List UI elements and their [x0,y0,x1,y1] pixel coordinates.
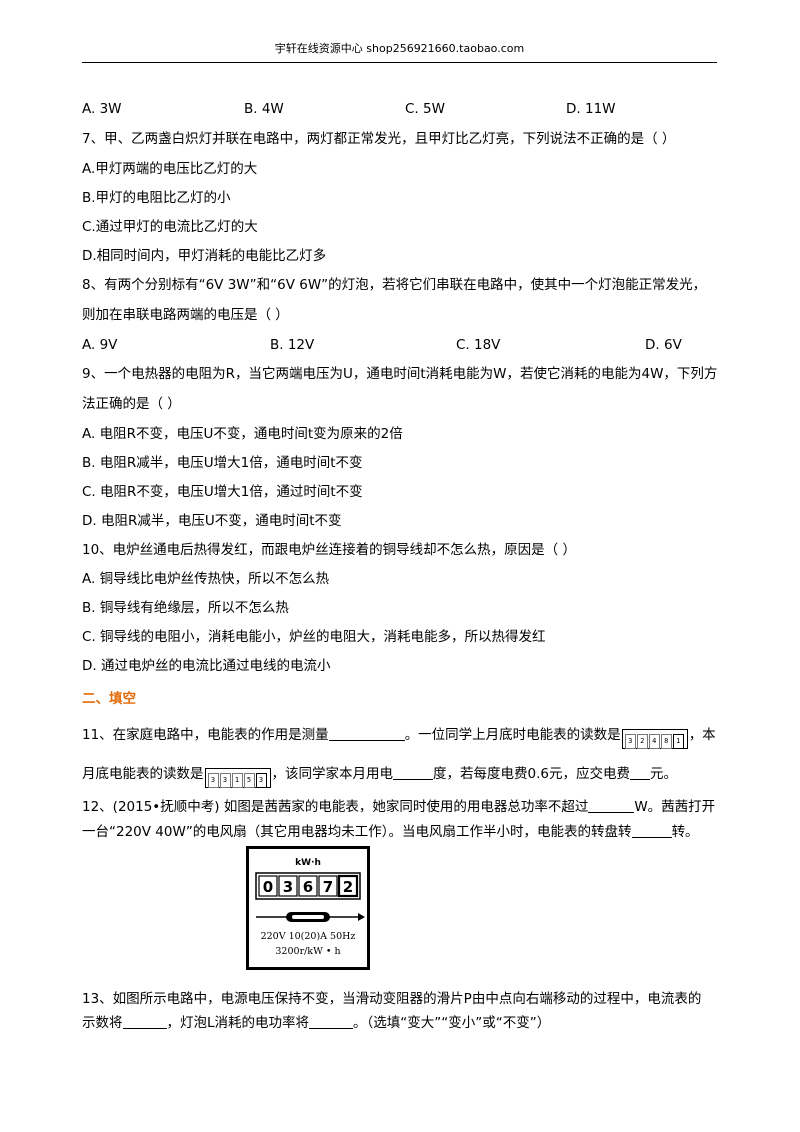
q6-option-b: B. 4W [244,101,284,117]
q7-option-c: C.通过甲灯的电流比乙灯的大 [82,219,258,235]
q7-option-d: D.相同时间内，甲灯消耗的电能比乙灯多 [82,248,327,264]
q13-text-2: 示数将 [82,1015,123,1031]
q8-option-c: C. 18V [456,337,501,353]
meter-disc-icon [256,912,365,922]
q8-option-a: A. 9V [82,337,118,353]
q11-text-3: ，本 [688,727,716,743]
meter-digit: 6 [303,878,313,896]
q9-stem-line2: 法正确的是（ ） [82,396,181,412]
q9-option-d: D. 电阻R减半，电压U不变，通电时间t不变 [82,513,342,529]
meter-digit: 0 [263,878,273,896]
q10-option-c: C. 铜导线的电阻小，消耗电能小，炉丝的电阻大，消耗电能多，所以热得发红 [82,629,546,645]
q11-blank-fee [629,765,650,780]
meter-digit: 3 [283,878,293,896]
energy-meter-figure: kW·h 0 3 6 7 2 220V 10(20)A 50Hz 3200r/k… [246,846,370,970]
meter-digit-last: 2 [343,878,353,896]
q12-blank-rotations [631,823,672,838]
q7-option-b: B.甲灯的电阻比乙灯的小 [82,190,231,206]
q8-option-d: D. 6V [645,337,682,353]
q11-text-5: ，该同学家本月用电 [271,766,394,782]
q6-option-d: D. 11W [566,101,616,117]
q11-text-6: 度，若每度电费0.6元，应交电费 [433,766,630,782]
q13-blank-ammeter [122,1014,167,1029]
meter-digit: 7 [323,878,333,896]
meter-unit-label: kW·h [295,858,321,868]
q13-text-4: 。（选填“变大”“变小”或“不变”） [353,1015,551,1031]
q10-option-b: B. 铜导线有绝缘层，所以不怎么热 [82,600,289,616]
q9-option-b: B. 电阻R减半，电压U增大1倍，通电时间t不变 [82,455,363,471]
q12-blank-power [588,798,635,813]
q11-text-1: 11、在家庭电路中，电能表的作用是测量 [82,727,329,743]
q11-blank-usage [393,765,433,780]
q6-option-c: C. 5W [405,101,445,117]
q13-text-3: ，灯泡L消耗的电功率将 [166,1015,310,1031]
meter-spec-rating: 220V 10(20)A 50Hz [261,931,356,942]
q9-option-a: A. 电阻R不变，电压U不变，通电时间t变为原来的2倍 [82,426,403,442]
q9-option-c: C. 电阻R不变，电压U增大1倍，通过时间t不变 [82,484,363,500]
q11-text-4: 月底电能表的读数是 [82,766,204,782]
q12-text-4: 转。 [671,824,699,840]
q10-option-d: D. 通过电炉丝的电流比通过电线的电流小 [82,658,331,674]
q8-option-b: B. 12V [270,337,315,353]
q12-text-2: W。茜茜打开 [634,799,716,815]
q11-blank-measure [328,726,405,741]
q13-blank-power [309,1014,354,1029]
q9-stem-line1: 9、一个电热器的电阻为R，当它两端电压为U，通电时间t消耗电能为W，若使它消耗的… [82,366,718,382]
q12-line1: 12、(2015•抚顺中考) 如图是茜茜家的电能表，她家同时使用的用电器总功率不… [82,798,715,816]
q10-option-a: A. 铜导线比电炉丝传热快，所以不怎么热 [82,571,330,587]
q6-option-a: A. 3W [82,101,122,117]
q13-line2: 示数将 ，灯泡L消耗的电功率将 。（选填“变大”“变小”或“不变”） [82,1014,550,1032]
q12-line2: 一台“220V 40W”的电风扇（其它用电器均未工作）。当电风扇工作半小时，电能… [82,823,699,841]
section-title-fill-in: 二、填空 [82,691,136,707]
q12-text-3: 一台“220V 40W”的电风扇（其它用电器均未工作）。当电风扇工作半小时，电能… [82,824,632,840]
q10-stem: 10、电炉丝通电后热得发红，而跟电炉丝连接着的铜导线却不怎么热，原因是（ ） [82,542,576,558]
header-rule [82,62,717,63]
meter-spec-constant: 3200r/kW • h [275,946,340,957]
q12-text-1: 12、(2015•抚顺中考) 如图是茜茜家的电能表，她家同时使用的用电器总功率不… [82,799,589,815]
page-header: 宇轩在线资源中心 shop256921660.taobao.com [274,42,525,55]
q11-text-7: 元。 [649,766,677,782]
q13-line1: 13、如图所示电路中，电源电压保持不变，当滑动变阻器的滑片P由中点向右端移动的过… [82,991,702,1007]
q8-stem-line2: 则加在串联电路两端的电压是（ ） [82,307,289,323]
q7-stem: 7、甲、乙两盏白炽灯并联在电路中，两灯都正常发光，且甲灯比乙灯亮，下列说法不正确… [82,131,676,147]
q8-stem-line1: 8、有两个分别标有“6V 3W”和“6V 6W”的灯泡，若将它们串联在电路中，使… [82,277,707,293]
q7-option-a: A.甲灯两端的电压比乙灯的大 [82,161,258,177]
q11-text-2: 。一位同学上月底时电能表的读数是 [404,727,621,743]
